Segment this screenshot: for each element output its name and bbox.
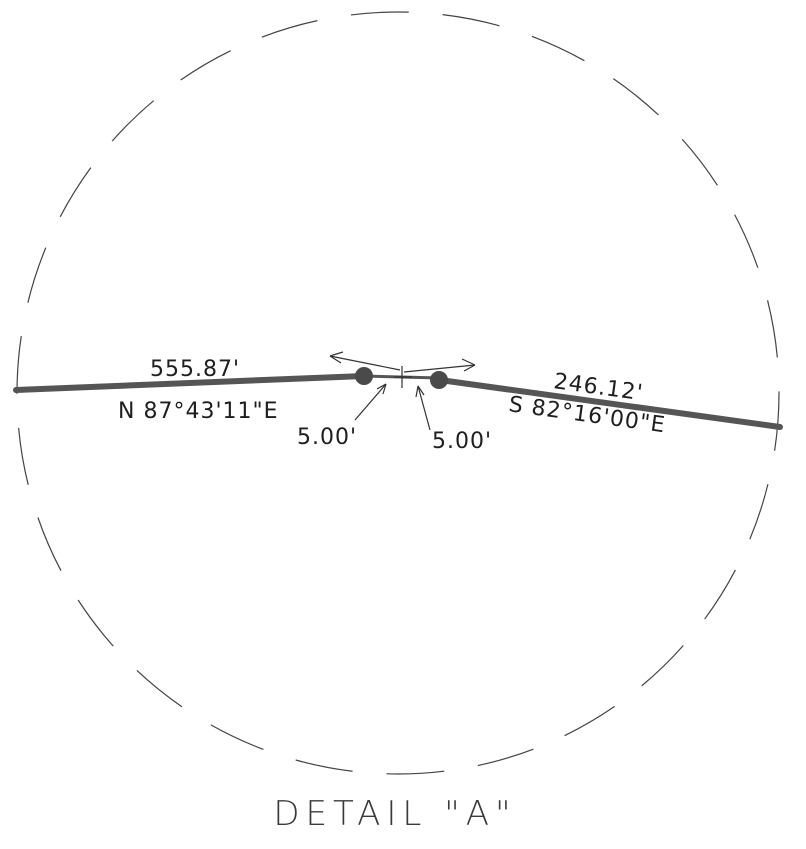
- right-offset-leader: [415, 385, 431, 431]
- right-offset-label: 5.00': [432, 429, 492, 454]
- left-offset-label: 5.00': [297, 425, 357, 450]
- detail-boundary-circle: [16, 11, 780, 775]
- left-bearing-label: N 87°43'11"E: [118, 399, 279, 424]
- right-direction-arrow: [403, 358, 476, 373]
- left-point-marker: [355, 367, 373, 385]
- left-distance-label: 555.87': [150, 357, 240, 382]
- left-offset-leader: [354, 383, 387, 421]
- right-point-marker: [430, 371, 448, 389]
- right-boundary-line: [437, 377, 783, 430]
- left-boundary-line: [13, 373, 367, 393]
- detail-title: DETAIL "A": [273, 794, 516, 834]
- left-direction-arrow: [329, 351, 401, 371]
